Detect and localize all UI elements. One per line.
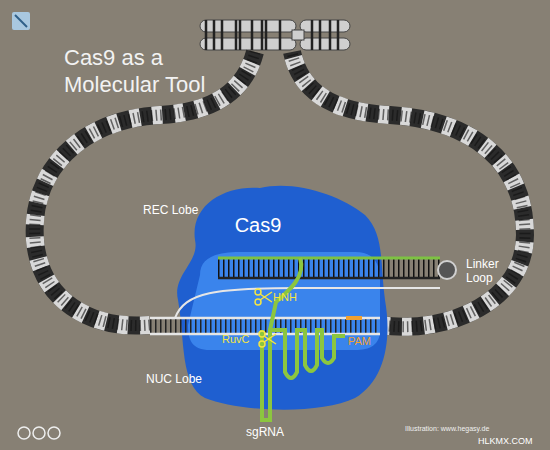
protein-name: Cas9 [203,214,313,237]
licence-icon [18,427,30,439]
linker-loop [438,261,456,279]
corner-icon-mark [15,15,27,27]
watermark: HLKMX.COM [478,436,548,447]
dna-strand [218,277,440,280]
pam-site [346,316,362,320]
scissors-handle [259,341,265,347]
dna-base-pairs [150,319,380,333]
dna-strand [150,317,380,320]
scissors-handle [259,331,265,337]
centromere [292,30,304,40]
licence-icon [33,427,45,439]
scissors-handle [255,289,261,295]
scissors-blade [260,292,272,302]
corner-icon [12,12,30,30]
chromatid [300,38,350,50]
molecule-label: sgRNA [246,425,306,439]
sgrna-stem [262,258,301,420]
licence-icon [48,427,60,439]
binding-channel [188,252,380,350]
protein-outline [170,180,395,415]
sgrna-hairpin [270,330,345,378]
scissors-handle [255,299,261,305]
scissors-icon [255,289,272,305]
chromosome-band [206,20,338,50]
dna-strand [175,288,440,318]
credit-note: Illustration: www.hegasy.de [405,424,545,433]
chromatid [300,20,350,32]
diagram-title: Cas9 as a Molecular Tool [64,44,234,98]
hybrid-base-pairs [218,259,440,277]
guide-rna [218,257,440,260]
scissors-icon [259,331,276,347]
dna-strand [150,333,380,336]
protein-shape [177,186,387,410]
protein-body: Cas9 [170,180,395,415]
scissors-blade [264,334,276,344]
